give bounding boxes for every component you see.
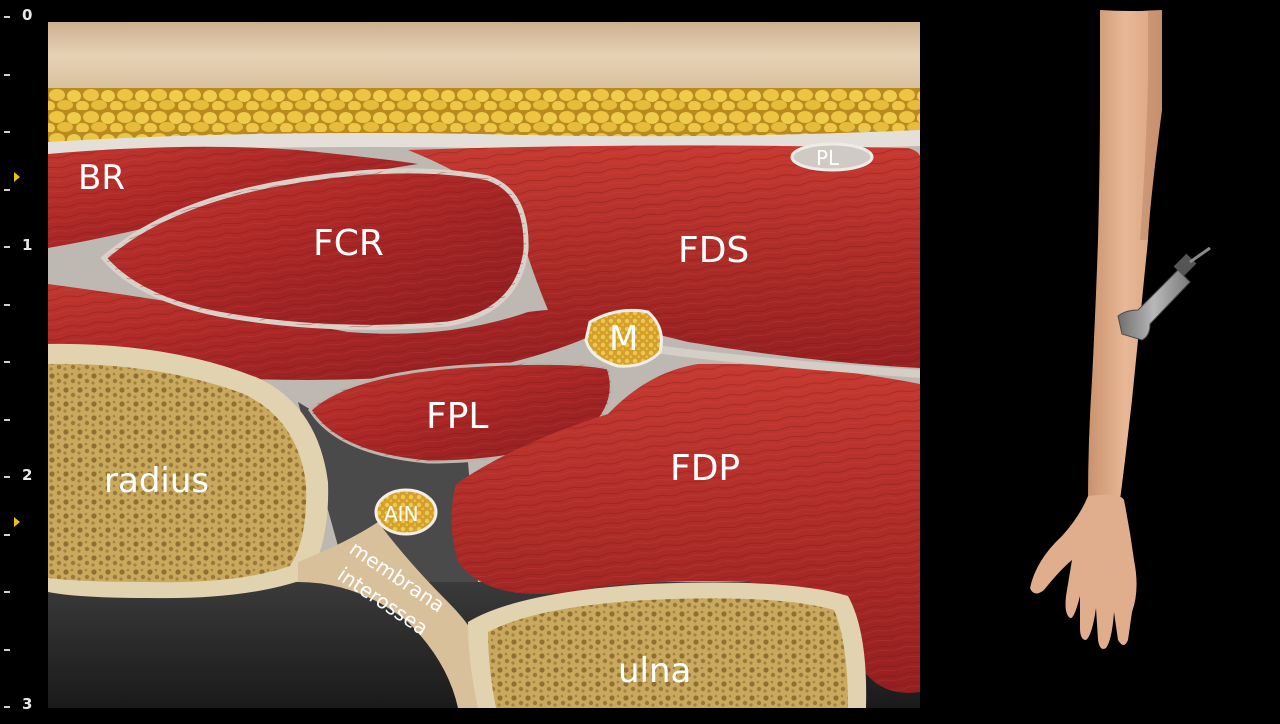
muscle-fcr-fibers: [104, 170, 527, 328]
ultrasound-probe-icon: [1117, 246, 1211, 341]
depth-label-1: 1: [22, 236, 33, 254]
bone-radius-cancellous: [48, 363, 307, 583]
depth-tick: [4, 591, 10, 593]
forearm-cross-section: BR FCR PL FDS M FPL FDP radius AIN membr…: [48, 22, 920, 708]
depth-tick: [4, 131, 10, 133]
label-ulna: ulna: [618, 651, 691, 691]
skin-layer: [48, 22, 920, 90]
interosseous-space: [298, 402, 478, 582]
arm-shadow: [1140, 10, 1162, 240]
depth-label-3: 3: [22, 695, 33, 713]
muscle-fpl-fibers: [310, 363, 612, 462]
label-ain: AIN: [384, 502, 419, 526]
depth-tick: [4, 74, 10, 76]
label-fpl: FPL: [426, 396, 488, 437]
depth-tick: [4, 476, 10, 478]
muscle-fds-fibers: [408, 145, 920, 368]
depth-scale: 0 1 2 3: [0, 0, 48, 720]
focus-marker-icon: [14, 172, 20, 182]
label-pl: PL: [816, 146, 840, 170]
arm-hand: [1030, 494, 1137, 649]
label-fds: FDS: [678, 230, 749, 271]
nerve-ain: [374, 488, 438, 536]
depth-tick: [4, 361, 10, 363]
depth-tick: [4, 246, 10, 248]
depth-tick: [4, 304, 10, 306]
focus-marker-icon: [14, 517, 20, 527]
depth-tick: [4, 649, 10, 651]
forearm-illustration: [1000, 0, 1280, 720]
arm-upper: [1088, 10, 1162, 500]
tendon-pl: [790, 142, 874, 172]
depth-tick: [4, 419, 10, 421]
label-m: M: [609, 319, 638, 359]
intermuscular-fascia: [647, 344, 920, 378]
interosseous-membrane: [298, 522, 490, 708]
depth-label-2: 2: [22, 466, 33, 484]
label-br: BR: [78, 158, 125, 198]
muscle-fdp-fibers: [451, 363, 920, 693]
depth-tick: [4, 16, 10, 18]
subcutaneous-fat: [48, 88, 920, 144]
depth-tick: [4, 534, 10, 536]
bone-ulna-cancellous: [488, 598, 848, 708]
depth-label-0: 0: [22, 6, 33, 24]
label-fdp: FDP: [670, 448, 740, 489]
label-radius: radius: [104, 461, 209, 501]
depth-tick: [4, 706, 10, 708]
depth-tick: [4, 189, 10, 191]
nerve-median: [584, 308, 663, 368]
label-fcr: FCR: [313, 223, 384, 264]
